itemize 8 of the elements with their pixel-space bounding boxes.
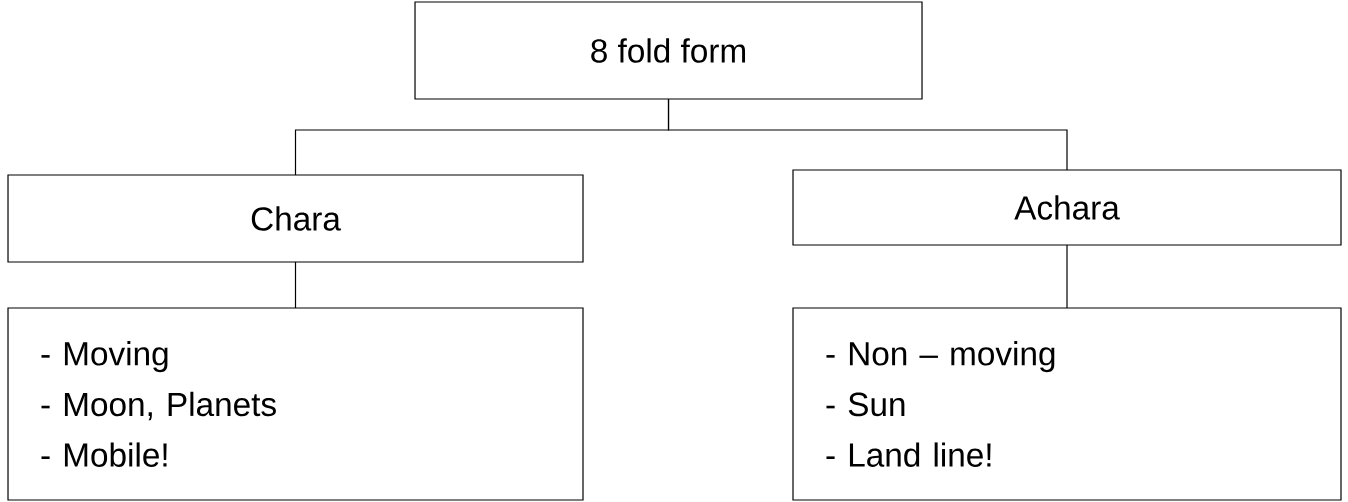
list-box: - Non – moving - Sun - Land line!	[792, 307, 1342, 501]
connector-line	[667, 98, 1068, 171]
list-box: - Moving - Moon, Planets - Mobile!	[7, 307, 584, 501]
category-box: Achara	[792, 169, 1342, 246]
title-box: 8 fold form	[414, 1, 923, 100]
connector-line	[1066, 244, 1068, 309]
category-box: Chara	[7, 174, 584, 263]
connector-line	[294, 261, 297, 309]
